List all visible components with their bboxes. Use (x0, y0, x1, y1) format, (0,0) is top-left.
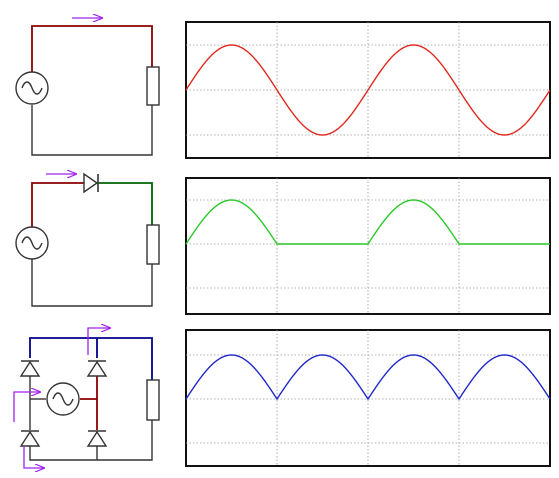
circuit-ac-resistor (15, 18, 160, 156)
diode-icon (19, 430, 41, 447)
waveform-full-wave (185, 354, 551, 401)
diode-icon (86, 430, 108, 447)
scope-full-wave (185, 329, 551, 467)
resistor-icon (146, 224, 160, 265)
resistor-icon (146, 379, 160, 421)
wire-live (31, 25, 153, 72)
oscilloscope-panels (185, 21, 551, 467)
ac-source-icon (15, 71, 49, 105)
wire-load (98, 182, 153, 225)
waveform-half-wave (185, 199, 550, 245)
wire-live (31, 182, 84, 227)
diode-icon (86, 360, 108, 377)
wire-positive (29, 337, 153, 380)
ac-source-icon (15, 226, 49, 260)
diode-icon (83, 172, 99, 194)
resistor-icon (146, 66, 160, 106)
wire-negative (29, 420, 153, 461)
scope-ac-input (185, 21, 551, 159)
wire-return (31, 105, 153, 156)
scope-half-wave (185, 177, 551, 315)
current-arrow-icon (87, 328, 110, 355)
circuit-half-wave (15, 172, 160, 307)
wire-return (31, 259, 153, 307)
ac-source-icon (46, 382, 80, 416)
circuit-bridge (13, 328, 160, 468)
waveform-ac-input (185, 44, 551, 136)
current-arrow-icon (23, 446, 44, 468)
current-arrow-icon (13, 392, 40, 422)
diode-icon (19, 360, 41, 377)
